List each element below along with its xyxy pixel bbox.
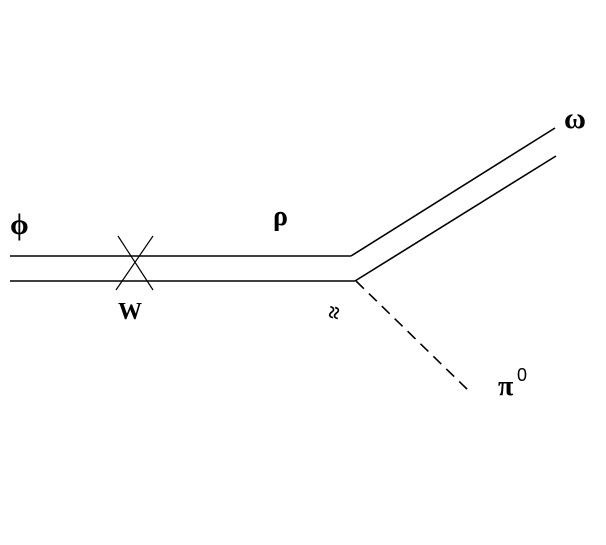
pion-label: π bbox=[498, 371, 514, 402]
pion-dashed-line bbox=[355, 280, 471, 393]
omega-label: ω bbox=[564, 102, 586, 135]
em-mixing-symbol: ≈ bbox=[321, 304, 349, 321]
omega-line-lower bbox=[354, 155, 557, 282]
pion-symbol: π bbox=[498, 371, 514, 402]
rho-label: ρ bbox=[273, 201, 288, 232]
pion-charge-superscript: 0 bbox=[517, 365, 527, 385]
weak-vertex-label: W bbox=[118, 299, 142, 325]
weak-vertex-cross bbox=[115, 235, 154, 291]
omega-line-upper bbox=[350, 127, 556, 257]
phi-label: ϕ bbox=[10, 208, 29, 241]
